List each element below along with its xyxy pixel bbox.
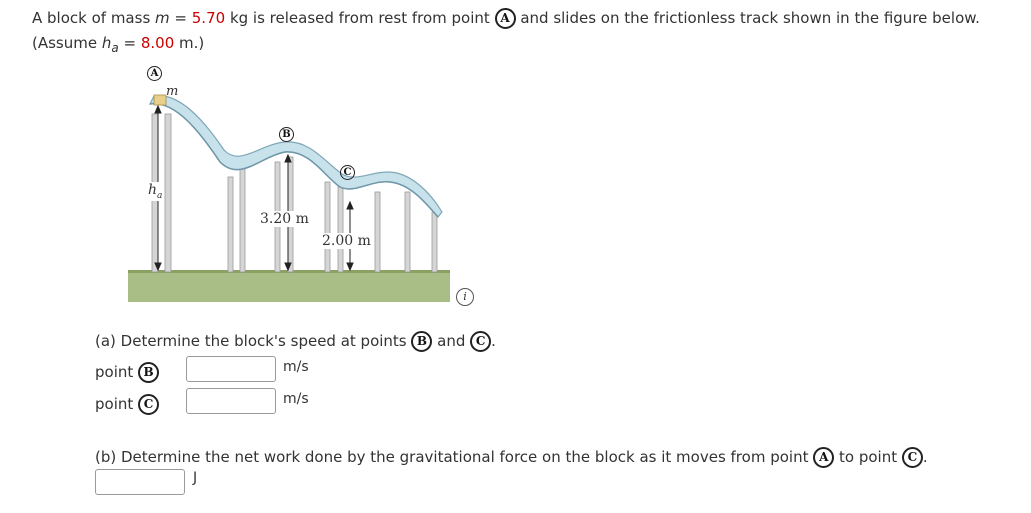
part-b-question: (b) Determine the net work done by the g…	[95, 447, 928, 468]
point-c-icon: C	[470, 331, 492, 352]
figure-label-b: B	[279, 127, 294, 142]
work-unit: J	[193, 470, 198, 486]
figure-mass-label: m	[166, 84, 179, 99]
point-a-icon: A	[813, 447, 835, 468]
figure-label-a: A	[147, 66, 162, 81]
point-b-icon: B	[411, 331, 433, 352]
figure-label-c: C	[340, 165, 355, 180]
figure-ha-label: ha	[148, 182, 163, 201]
problem-line-1: A block of mass m = 5.70 kg is released …	[32, 8, 980, 29]
point-c-icon: C	[138, 394, 160, 415]
problem-line-2: (Assume ha = 8.00 m.)	[32, 34, 205, 55]
part-a-question: (a) Determine the block's speed at point…	[95, 331, 496, 352]
point-a-icon: A	[494, 8, 516, 29]
work-input[interactable]	[95, 469, 185, 495]
speed-b-unit: m/s	[283, 359, 309, 375]
row-c-label: point C	[95, 394, 160, 415]
ground	[128, 272, 450, 302]
mass-value: 5.70	[191, 9, 226, 27]
speed-c-unit: m/s	[283, 391, 309, 407]
speed-c-input[interactable]	[186, 388, 276, 414]
track-supports	[151, 113, 438, 273]
figure-height-b: 3.20 m	[260, 211, 309, 227]
track	[148, 95, 443, 218]
info-icon[interactable]: i	[456, 288, 474, 306]
figure-height-c: 2.00 m	[322, 233, 371, 249]
point-c-icon: C	[901, 447, 923, 468]
block	[153, 94, 167, 106]
point-b-icon: B	[138, 362, 160, 383]
row-b-label: point B	[95, 362, 160, 383]
speed-b-input[interactable]	[186, 356, 276, 382]
height-value: 8.00	[140, 34, 175, 52]
